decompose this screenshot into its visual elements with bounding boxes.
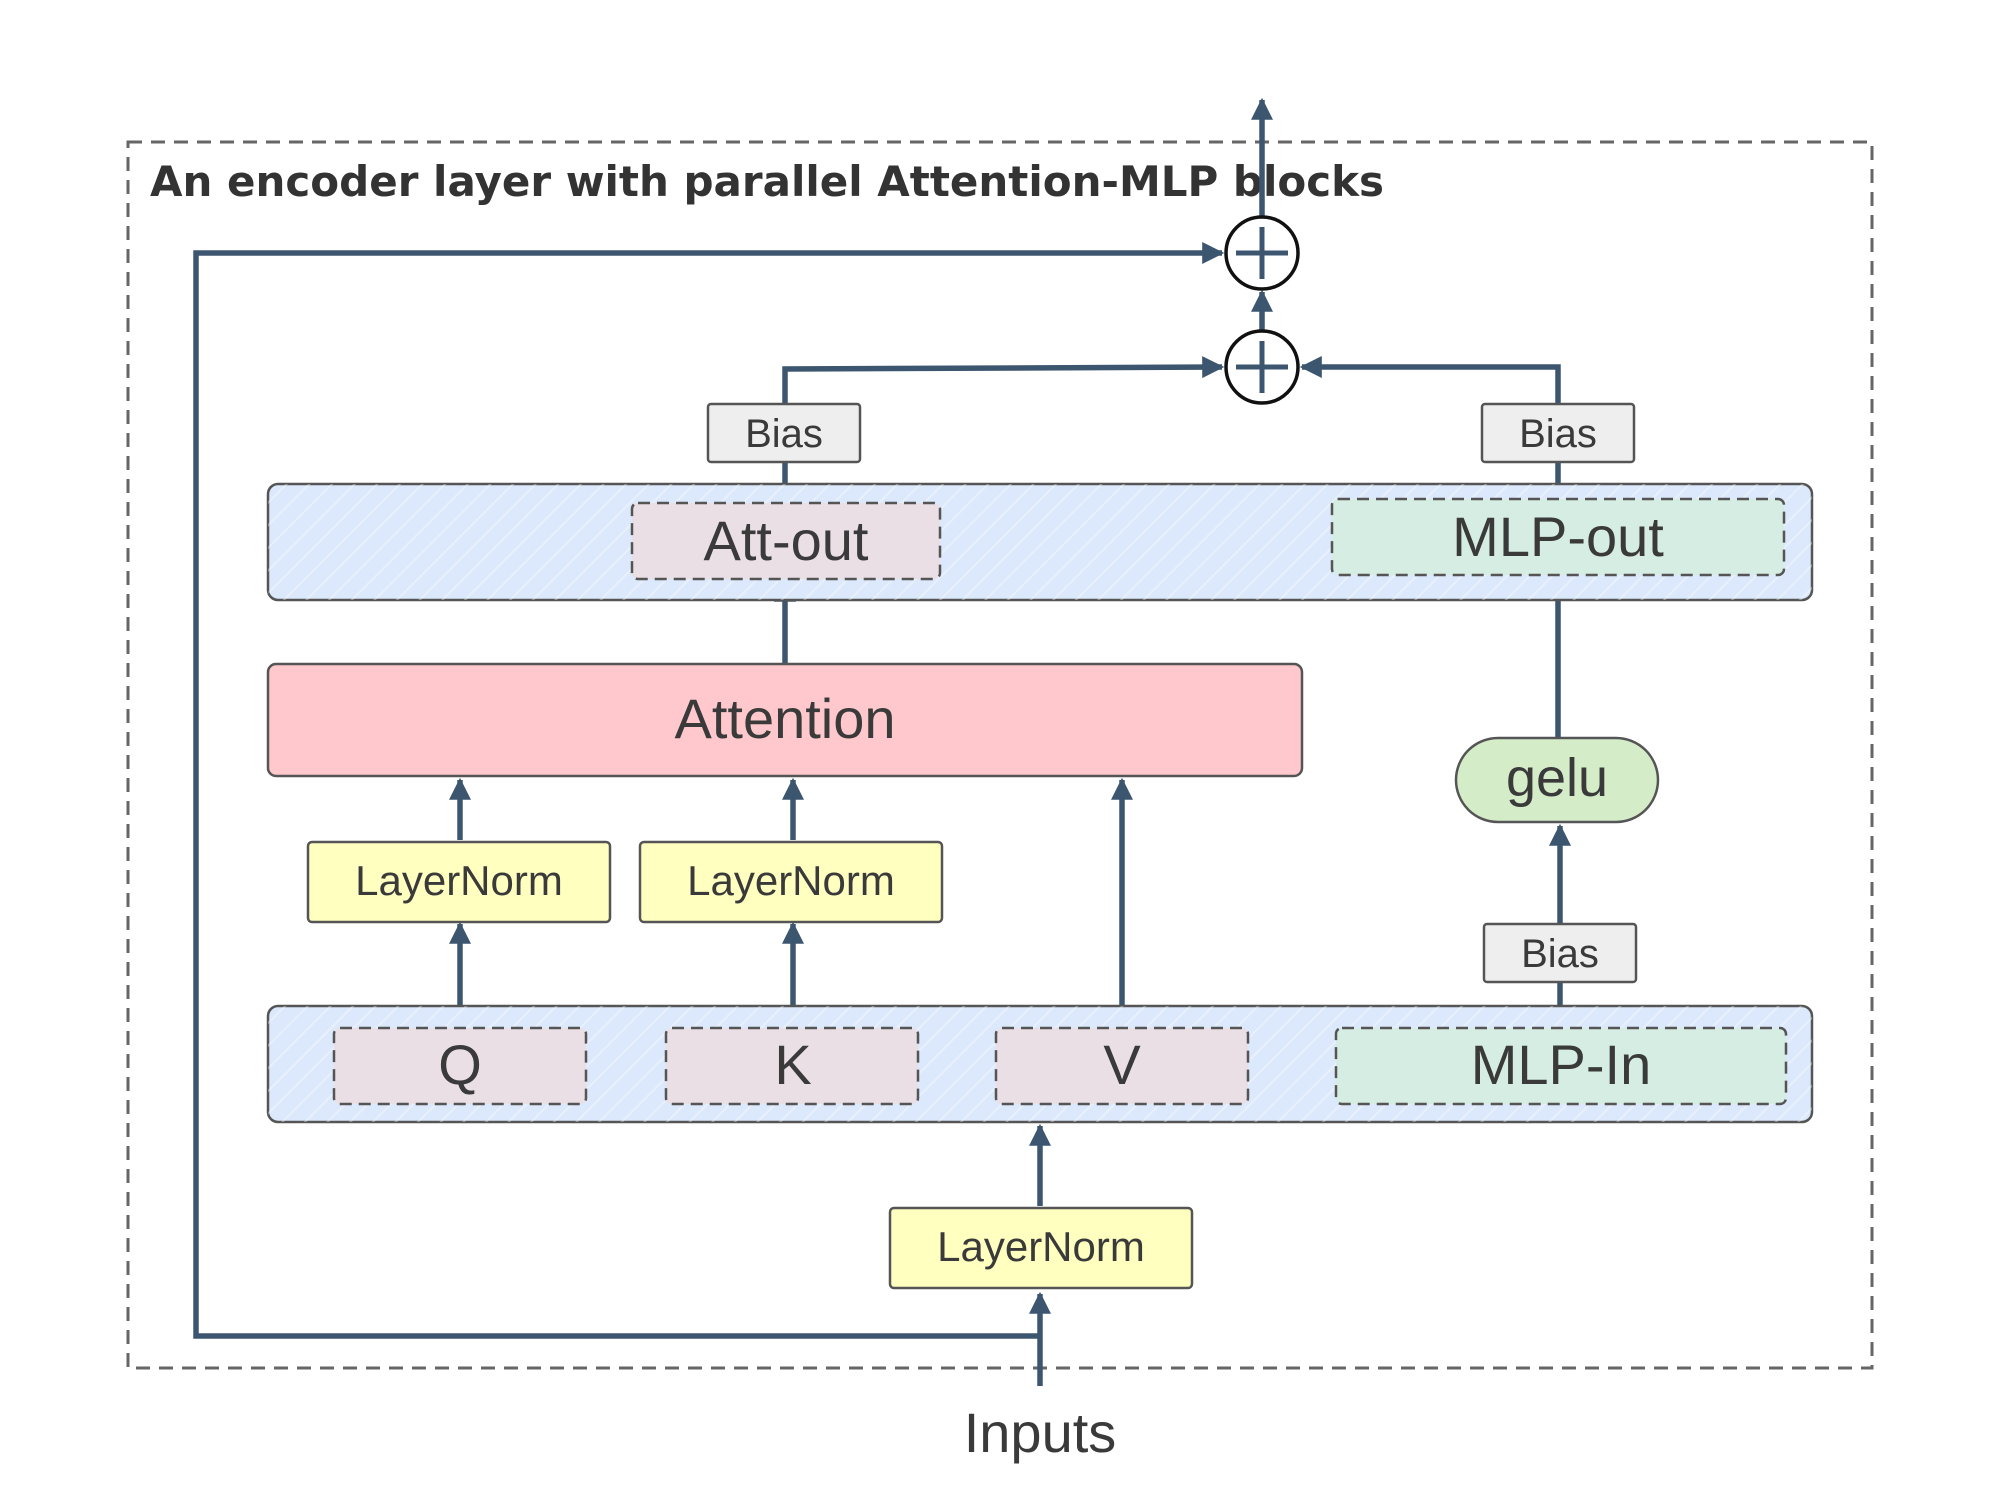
mlp-in-projection: MLP-In — [1334, 1026, 1788, 1106]
q-projection: Q — [332, 1026, 588, 1106]
v-label: V — [1103, 1033, 1141, 1096]
bias-mlp-in-label: Bias — [1521, 932, 1599, 976]
sum-residual-icon — [1224, 215, 1300, 291]
mlp-out-projection: MLP-out — [1330, 497, 1786, 577]
v-projection: V — [994, 1026, 1250, 1106]
bias-mlp-in: Bias — [1482, 922, 1638, 984]
layernorm-q: LayerNorm — [306, 840, 612, 924]
k-projection: K — [664, 1026, 920, 1106]
layernorm-input: LayerNorm — [888, 1206, 1194, 1290]
inputs-label: Inputs — [964, 1401, 1117, 1464]
arrow-mlp-bias-to-sum — [1299, 356, 1561, 405]
bias-att-out: Bias — [706, 402, 862, 464]
encoder-layer-frame — [126, 140, 1874, 1370]
mlp-out-label: MLP-out — [1452, 505, 1664, 568]
gelu-label: gelu — [1506, 748, 1608, 808]
gelu-activation: gelu — [1454, 736, 1660, 824]
att-out-label: Att-out — [704, 509, 869, 572]
bias-att-out-label: Bias — [745, 412, 823, 456]
diagram-title: An encoder layer with parallel Attention… — [150, 157, 1384, 206]
residual-connection — [193, 242, 1225, 1339]
bias-mlp-out-label: Bias — [1519, 412, 1597, 456]
q-label: Q — [438, 1033, 482, 1096]
layernorm-k: LayerNorm — [638, 840, 944, 924]
layernorm-input-label: LayerNorm — [937, 1223, 1145, 1270]
mlp-in-label: MLP-In — [1471, 1033, 1652, 1096]
attention-block: Attention — [266, 662, 1304, 778]
att-out-projection: Att-out — [630, 501, 942, 581]
attention-label: Attention — [674, 687, 895, 750]
layernorm-k-label: LayerNorm — [687, 857, 895, 904]
sum-attention-mlp-icon — [1224, 329, 1300, 405]
arrow-att-bias-to-sum — [782, 356, 1225, 405]
bias-mlp-out: Bias — [1480, 402, 1636, 464]
layernorm-q-label: LayerNorm — [355, 857, 563, 904]
k-label: K — [774, 1033, 811, 1096]
